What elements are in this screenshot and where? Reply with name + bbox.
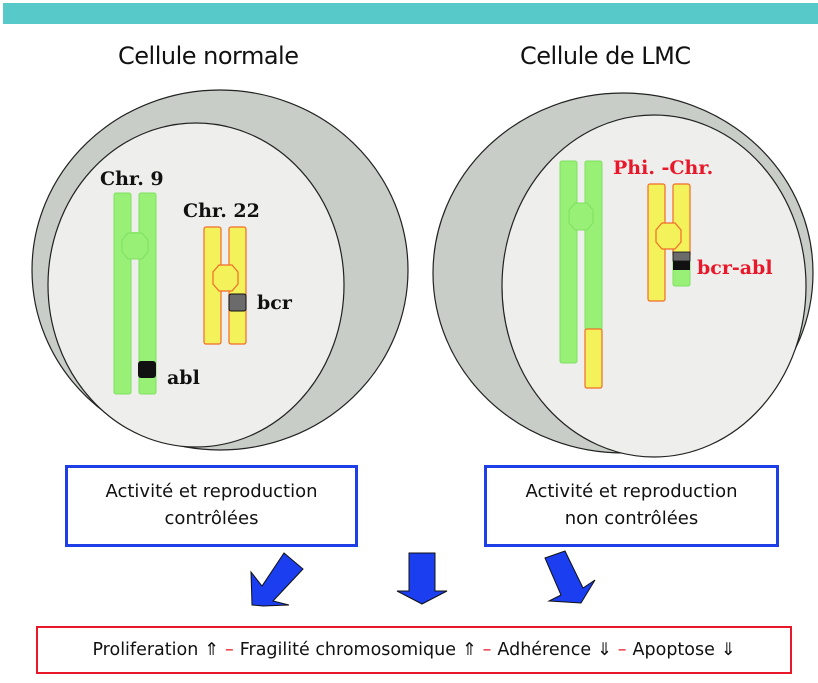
normal-outcome-box: Activité et reproduction contrôlées: [65, 465, 358, 547]
normal-cell-title: Cellule normale: [118, 42, 299, 70]
chromosome-9: [113, 192, 157, 395]
arrow-down-left-icon: [250, 552, 304, 607]
summary-box: Proliferation ⇑ – Fragilité chromosomiqu…: [36, 626, 792, 674]
chr22-label: Chr. 22: [183, 200, 260, 222]
arrow-down-icon: ⇓: [597, 640, 612, 660]
arrow-up-icon: ⇑: [462, 640, 477, 660]
centromere-der9: [568, 202, 594, 231]
bcr-abl-fusion-bcr-part: [672, 251, 691, 262]
summary-separator: –: [224, 640, 234, 660]
normal-outcome-line1: Activité et reproduction: [105, 481, 318, 502]
cml-outcome-line2: non contrôlées: [564, 508, 699, 529]
chromosome-22: [203, 226, 247, 345]
arrow-up-icon: ⇑: [204, 640, 219, 660]
abl-gene: [138, 361, 156, 378]
philadelphia-label: Phi. -Chr.: [613, 157, 713, 179]
bcr-abl-fusion-abl-part: [673, 261, 690, 270]
abl-label: abl: [167, 367, 200, 389]
arrow-down-right-icon: [544, 550, 596, 604]
arrows: [250, 550, 596, 607]
arrow-down-icon: ⇓: [720, 640, 736, 660]
summary-proliferation: Proliferation: [92, 640, 199, 660]
header-bar: [3, 3, 818, 24]
normal-outcome-line2: contrôlées: [164, 508, 259, 529]
arrow-down-icon: [396, 552, 448, 605]
philadelphia-chromosome: [647, 183, 691, 302]
centromere-ph: [655, 222, 682, 250]
cml-outcome-line1: Activité et reproduction: [525, 481, 738, 502]
summary-apoptosis: Apoptose: [632, 640, 715, 660]
summary-separator: –: [617, 640, 627, 660]
centromere-chr22: [212, 264, 239, 292]
bcr-abl-label: bcr-abl: [697, 257, 773, 279]
cml-cell-title: Cellule de LMC: [520, 42, 691, 70]
bcr-label: bcr: [257, 292, 293, 314]
centromere-chr9: [121, 232, 149, 260]
summary-adhesion: Adhérence: [497, 640, 592, 660]
derivative-chromosome-9: [559, 160, 603, 389]
summary-fragility: Fragilité chromosomique: [239, 640, 456, 660]
chr9-label: Chr. 9: [100, 168, 164, 190]
cml-cell: Phi. -Chr. bcr-abl: [432, 92, 814, 458]
cml-outcome-box: Activité et reproduction non contrôlées: [484, 465, 779, 547]
summary-separator: –: [482, 640, 492, 660]
normal-cell: Chr. 9 Chr. 22 bcr abl: [31, 89, 409, 451]
bcr-gene: [228, 293, 247, 312]
normal-cell-nucleus: [47, 122, 345, 448]
